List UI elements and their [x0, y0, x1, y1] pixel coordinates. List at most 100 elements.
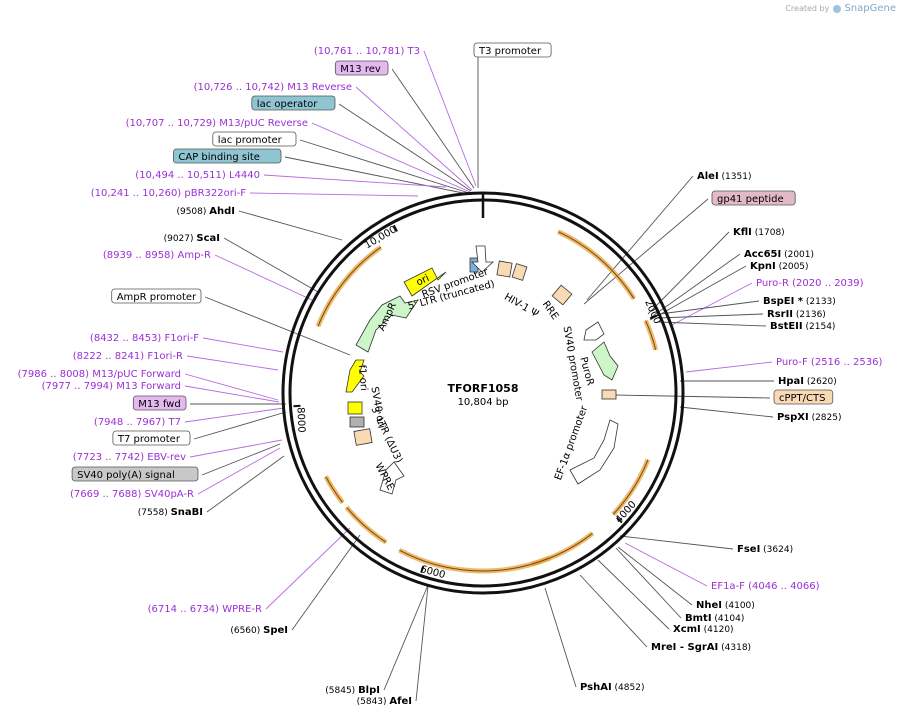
enzyme-label-right-kpni: KpnI (2005) [750, 261, 809, 272]
enzyme-label-right-nhei: NheI (4100) [696, 600, 755, 611]
enzyme-label-left-scai: (9027) ScaI [164, 233, 220, 244]
connector-right-rsrii [657, 313, 764, 319]
orf-wpre-arc-core [399, 549, 550, 572]
connector-right-pspxi [679, 406, 774, 418]
connector-right-pshai [544, 587, 577, 688]
puror-arrow [591, 341, 619, 381]
connector-left-7669-7688-sv40pa-r [197, 447, 281, 495]
ltr5-block-2 [511, 263, 528, 281]
watermark-brand: SnapGene [844, 3, 896, 14]
orf-gag-arc-core [557, 231, 635, 299]
feature-box-left-t7-promoter [112, 430, 191, 446]
primer-label-left-10-707-10-729-m13-puc-reverse: (10,707 .. 10,729) M13/pUC Reverse [126, 118, 308, 129]
scale-tick-label: 8000 [295, 407, 307, 433]
primer-label-left-6714-6734-wpre-r: (6714 .. 6734) WPRE-R [148, 604, 262, 615]
feature-label-t3-promoter: T3 promoter [478, 46, 542, 57]
connector-left-m13-rev [391, 68, 475, 189]
ori-arrow [403, 267, 447, 297]
connector-left-ampr-promoter [204, 296, 351, 356]
enzyme-label-right-pspxi: PspXI (2825) [777, 412, 842, 423]
connector-right-xcmi [597, 559, 670, 630]
sv40pa-block [349, 416, 365, 428]
connector-right-bsteii [657, 321, 767, 327]
feature-label-left-m13-fwd: M13 fwd [138, 399, 180, 410]
primer-label-left-7977-7994-m13-forward: (7977 .. 7994) M13 Forward [42, 381, 181, 392]
feature-label-left-lac-operator: lac operator [257, 99, 318, 110]
primer-label-left-7986-8008-m13-puc-forward: (7986 .. 8008) M13/pUC Forward [18, 369, 181, 380]
feature-box-left-sv40-poly-a-signal [71, 466, 199, 482]
feature-box-left-ampr-promoter [111, 288, 202, 304]
enzyme-label-left-snabi: (7558) SnaBI [138, 507, 203, 518]
primer-label-left-10-726-10-742-m13-reverse: (10,726 .. 10,742) M13 Reverse [194, 82, 352, 93]
sv40ori-block [347, 401, 363, 415]
scale-tick [420, 565, 425, 573]
orf-sv40-arc-core [325, 476, 344, 503]
connector-left-10-241-10-260-pbr322ori-f [249, 192, 419, 197]
primer-label-left-10-761-10-781-t3: (10,761 .. 10,781) T3 [314, 46, 420, 57]
primer-label-left-7948-7967-t7: (7948 .. 7967) T7 [94, 417, 181, 428]
connector-left-blpi [383, 584, 429, 691]
connector-left-lac-operator [338, 103, 472, 192]
snapgene-logo-icon [832, 4, 841, 13]
orf-gag-arc [557, 229, 637, 301]
ef1a-arrow [569, 419, 619, 485]
primer-label-right-puro-f-2516-2536: Puro-F (2516 .. 2536) [776, 357, 882, 368]
connector-left-lac-promoter [299, 139, 470, 194]
connector-right-bspei [659, 300, 760, 315]
snapgene-watermark: Created by SnapGene [785, 3, 896, 14]
connector-left-t7-promoter [193, 411, 287, 440]
connector-right-ef1a-f-4046-4066 [624, 542, 708, 587]
connector-right-gp41-peptide [583, 198, 709, 305]
enzyme-label-left-ahdi: (9508) AhdI [176, 206, 235, 217]
primer-label-left-10-241-10-260-pbr322ori-f: (10,241 .. 10,260) pBR322ori-F [91, 188, 247, 199]
connector-left-scai [223, 237, 319, 293]
connector-right-fsei [619, 535, 734, 550]
primer-label-left-10-494-10-511-l4440: (10,494 .. 10,511) L4440 [135, 170, 260, 181]
feature-box-left-lac-operator [251, 95, 336, 111]
feature-box-right-gp41-peptide [711, 190, 796, 206]
feature-label-left-lac-promoter: lac promoter [218, 135, 283, 146]
connector-left-7948-7967-t7 [184, 407, 285, 423]
enzyme-label-right-bspei: BspEI * (2133) [763, 296, 836, 307]
sv40p-arrow [583, 321, 605, 341]
connector-left-7723-7742-ebv-rev [189, 439, 283, 458]
connector-left-10-726-10-742-m13-reverse [355, 86, 473, 191]
plasmid-name: TFORF1058 [448, 382, 519, 395]
inner-label-f1ori: f1 ori [356, 364, 369, 391]
connector-right-puro-r-2020-2039 [669, 282, 753, 327]
orf-ampr-arc-core [317, 246, 382, 327]
orf-ef1a-arc-core [612, 459, 649, 515]
feature-labels: (10,761 .. 10,781) T3 M13 rev (10,726 .. 1… [18, 42, 882, 707]
connector-left-7986-8008-m13-puc-forward [184, 373, 279, 401]
feature-label-left-t7-promoter: T7 promoter [117, 434, 181, 445]
feature-label-left-ampr-promoter: AmpR promoter [117, 292, 197, 303]
connector-left-8222-8241-f1ori-r [186, 355, 279, 371]
wpre-arrow [379, 461, 405, 495]
feature-box-right-cppt-cts [773, 389, 834, 405]
scale-tick [616, 517, 623, 524]
primer-label-left-8432-8453-f1ori-f: (8432 .. 8453) F1ori-F [90, 333, 199, 344]
enzyme-label-right-hpai: HpaI (2620) [778, 376, 837, 387]
scale-tick [392, 224, 398, 232]
enzyme-label-right-bmti: BmtI (4104) [685, 613, 744, 624]
connector-right-bmti [615, 547, 682, 619]
feature-box-t3-promoter [473, 42, 552, 58]
primer-label-left-7669-7688-sv40pa-r: (7669 .. 7688) SV40pA-R [70, 489, 194, 500]
connector-right-alei [586, 175, 694, 301]
primer-label-left-8222-8241-f1ori-r: (8222 .. 8241) F1ori-R [73, 351, 183, 362]
feature-box-left-cap-binding-site [172, 148, 282, 164]
connector-left-sv40-poly-a-signal [201, 443, 281, 476]
connector-left-cap-binding-site [284, 156, 469, 195]
primer-label-left-8939-8958-amp-r: (8939 .. 8958) Amp-R [103, 250, 211, 261]
connector-left-afei [415, 585, 429, 702]
rsv-arrow [471, 245, 495, 273]
watermark-created-by: Created by [785, 4, 830, 13]
cppt-block [601, 389, 617, 400]
connector-left-8432-8453-f1ori-f [202, 337, 284, 353]
connector-right-mrei-sgrai [579, 574, 648, 648]
feature-label-left-m13-rev: M13 rev [340, 64, 381, 75]
ltr5-block [496, 260, 513, 278]
